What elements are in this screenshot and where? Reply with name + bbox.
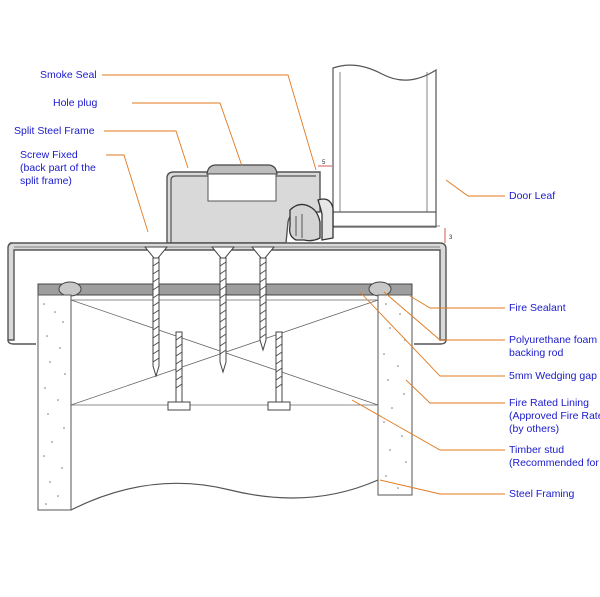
label-hole-plug: Hole plug <box>53 97 98 109</box>
label-split-steel-frame: Split Steel Frame <box>14 125 95 137</box>
label-screw-fixed: Screw Fixed <box>20 149 78 161</box>
label-screw-fixed-3: split frame) <box>20 175 72 187</box>
screw-3 <box>250 246 276 352</box>
label-polyurethane-foam: Polyurethane foam <box>509 334 597 346</box>
anchor-bolt-right <box>267 331 291 411</box>
dim-gap-top: 5 <box>322 160 326 166</box>
label-timber-stud-2: (Recommended for <box>509 457 599 469</box>
screw-1 <box>143 246 169 378</box>
label-fire-rated-lining-2: (Approved Fire Rated <box>509 410 600 422</box>
label-screw-fixed-2: (back part of the <box>20 162 96 174</box>
screw-2 <box>210 246 236 374</box>
dimension-marks: 5 3 <box>318 160 453 243</box>
label-fire-rated-lining-3: (by others) <box>509 423 559 435</box>
label-steel-framing: Steel Framing <box>509 488 575 500</box>
fire-rated-lining <box>37 294 413 511</box>
backing-rod-left <box>58 281 82 297</box>
dim-gap-side: 3 <box>449 235 453 241</box>
label-timber-stud: Timber stud <box>509 444 564 456</box>
smoke-seal <box>288 198 334 242</box>
screws <box>143 246 291 411</box>
hole-plug <box>206 164 278 175</box>
label-backing-rod: backing rod <box>509 347 563 359</box>
backing-rod-right <box>368 281 392 297</box>
split-steel-frame <box>166 164 321 244</box>
label-door-leaf: Door Leaf <box>509 190 555 202</box>
leader-lines <box>102 74 505 495</box>
label-fire-sealant: Fire Sealant <box>509 302 566 314</box>
labels: Smoke Seal Hole plug Split Steel Frame S… <box>14 69 600 500</box>
anchor-bolt-left <box>167 331 191 411</box>
door-leaf <box>332 64 440 228</box>
label-wedging-gap: 5mm Wedging gap <box>509 370 597 382</box>
label-smoke-seal: Smoke Seal <box>40 69 97 81</box>
label-fire-rated-lining: Fire Rated Lining <box>509 397 589 409</box>
